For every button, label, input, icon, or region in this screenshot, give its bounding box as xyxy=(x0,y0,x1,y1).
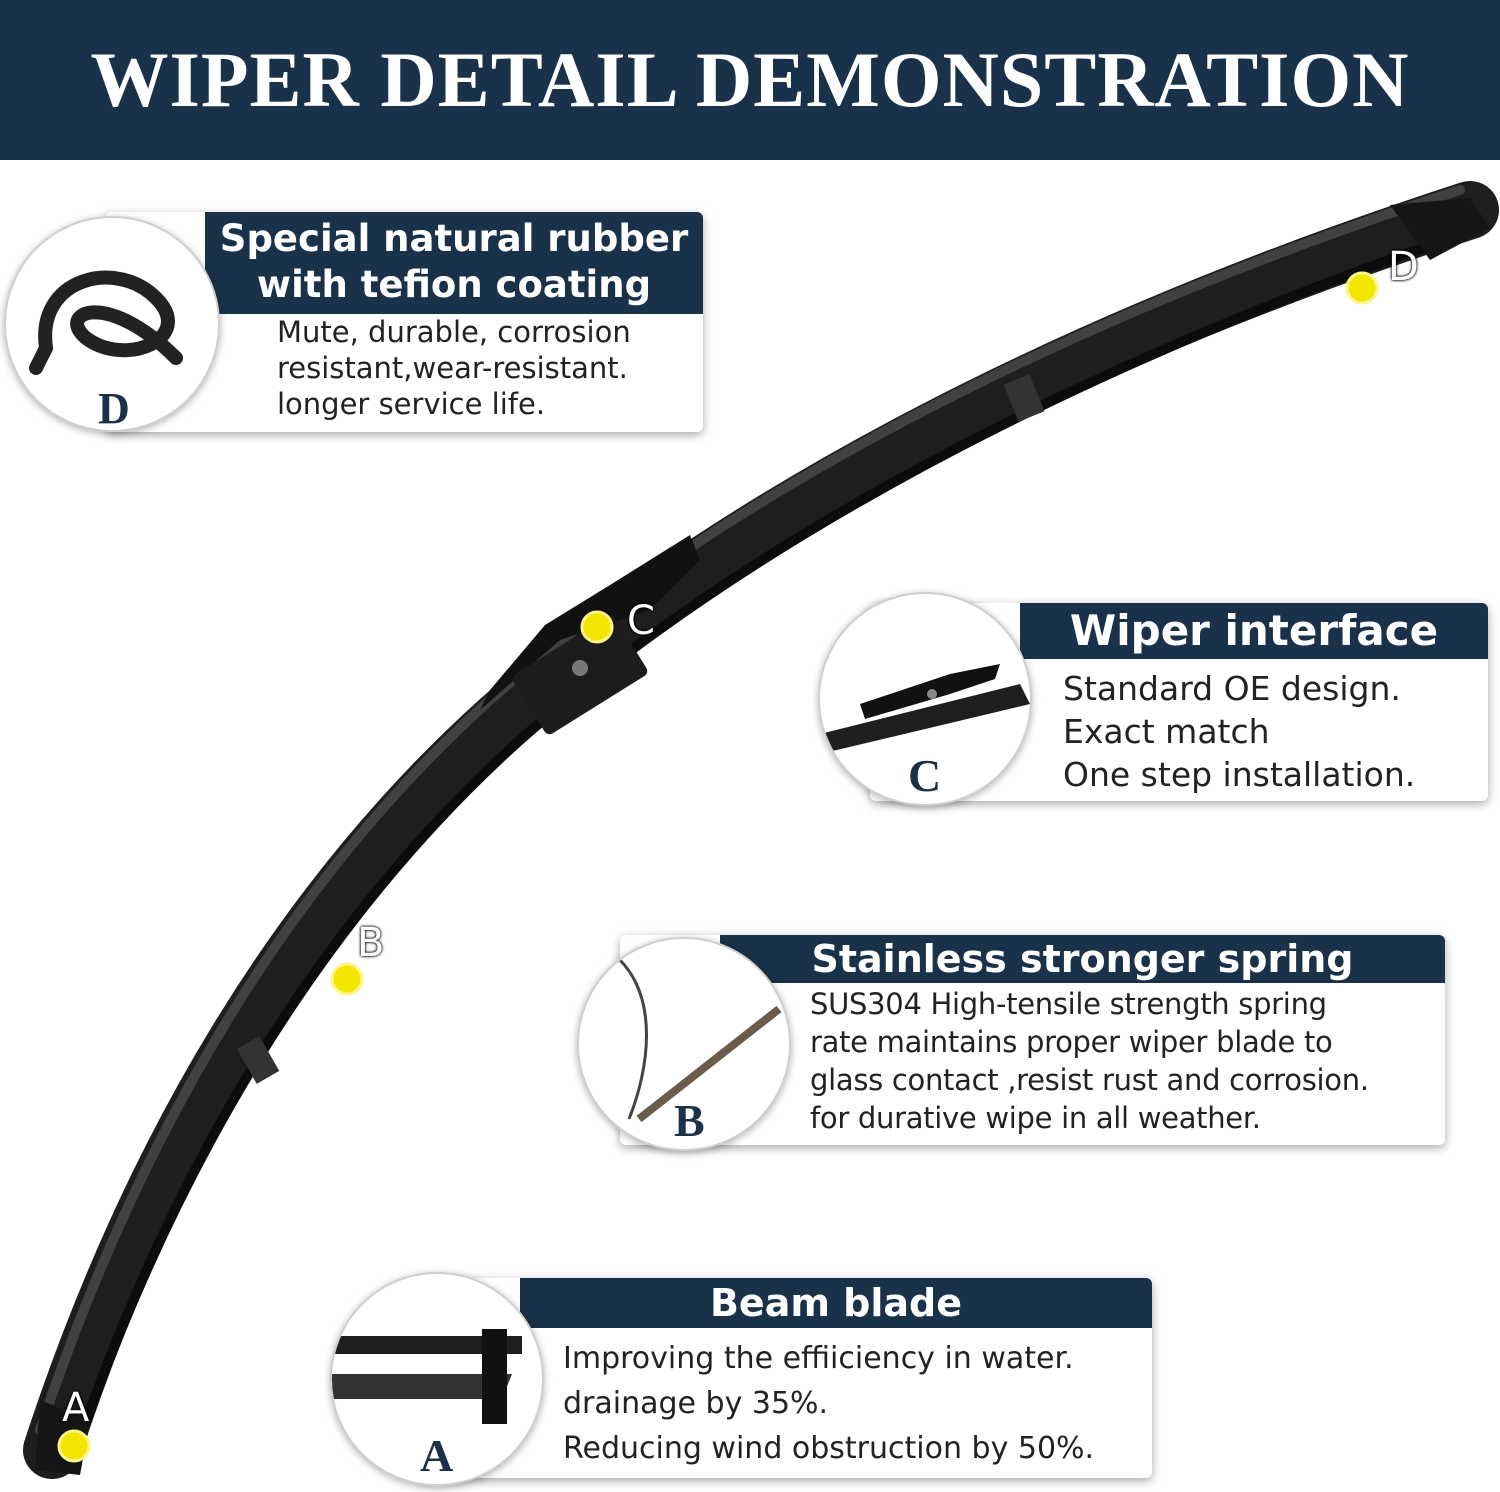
feature-desc-interface: Standard OE design. Exact match One step… xyxy=(1063,669,1416,794)
wiper-clip-upper xyxy=(1003,374,1045,422)
marker-c-label: C xyxy=(627,598,655,644)
detail-disc-spring: B xyxy=(577,937,791,1151)
wiper-blade-body xyxy=(23,181,1499,1479)
feature-title-spring: Stainless stronger spring xyxy=(720,935,1445,983)
marker-a-dot xyxy=(57,1429,91,1463)
feature-title-beam: Beam blade xyxy=(520,1278,1152,1328)
wiper-end-cap-d xyxy=(1390,198,1490,260)
detail-disc-interface: C xyxy=(818,592,1032,806)
detail-letter-a: A xyxy=(420,1430,454,1481)
marker-a-label: A xyxy=(62,1385,90,1431)
wiper-connector-bolt xyxy=(572,660,588,676)
marker-b-dot xyxy=(330,962,364,996)
detail-disc-rubber: D xyxy=(4,216,220,432)
marker-d-dot xyxy=(1345,271,1379,305)
detail-letter-c: C xyxy=(908,750,942,801)
marker-c-dot xyxy=(580,610,614,644)
header-banner: WIPER DETAIL DEMONSTRATION xyxy=(0,0,1500,160)
detail-disc-beam: A xyxy=(330,1272,544,1486)
beam-blade-icon xyxy=(332,1329,522,1424)
feature-title-interface: Wiper interface xyxy=(1020,603,1488,659)
feature-desc-spring: SUS304 High-tensile strength spring rate… xyxy=(810,987,1369,1135)
wiper-connector-icon xyxy=(820,664,1030,754)
detail-letter-d: D xyxy=(98,384,130,432)
marker-b-label: B xyxy=(357,920,385,966)
page-title: WIPER DETAIL DEMONSTRATION xyxy=(90,36,1410,123)
marker-d-label: D xyxy=(1388,244,1419,290)
feature-desc-beam: Improving the effiiciency in water. drai… xyxy=(563,1341,1095,1466)
feature-desc-rubber: Mute, durable, corrosion resistant,wear-… xyxy=(277,315,631,421)
wiper-clip-lower xyxy=(236,1036,280,1084)
feature-title-rubber: Special natural rubber with tefion coati… xyxy=(205,212,703,314)
detail-letter-b: B xyxy=(674,1095,705,1146)
spring-steel-icon xyxy=(617,957,782,1123)
rubber-strip-icon xyxy=(29,270,183,375)
